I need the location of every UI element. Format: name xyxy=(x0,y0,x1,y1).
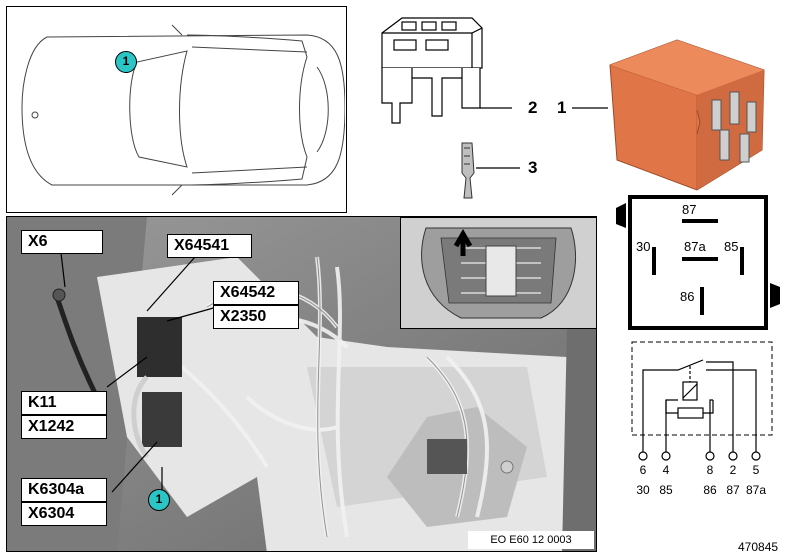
label-x2350: X2350 xyxy=(213,305,299,329)
terminal-number-3: 8 xyxy=(706,463,714,477)
label-x6304: X6304 xyxy=(21,502,107,526)
pin-86: 86 xyxy=(680,289,695,304)
label-x64542: X64542 xyxy=(213,281,299,305)
pin-87: 87 xyxy=(682,202,697,217)
part-number-relay: 1 xyxy=(557,98,567,117)
label-k11: K11 xyxy=(21,391,107,415)
pin-30: 30 xyxy=(636,239,651,254)
engine-bay-photo-panel: X6 X64541 X64542 X2350 K11 X1242 K6304a … xyxy=(6,216,597,552)
pin-85: 85 xyxy=(724,239,739,254)
label-x6: X6 xyxy=(21,230,103,254)
car-location-panel: 1 xyxy=(6,6,347,213)
label-x64541: X64541 xyxy=(167,234,252,258)
photo-location-callout: 1 xyxy=(148,489,170,511)
terminal-number-1: 6 xyxy=(639,463,647,477)
relay-photo xyxy=(609,39,765,191)
terminal-name-2: 85 xyxy=(659,483,673,497)
terminal-number-2: 4 xyxy=(662,463,670,477)
relay-terminal-drawing xyxy=(461,142,520,199)
car-outline-drawing xyxy=(21,24,346,196)
photo-code-label: EO E60 12 0003 xyxy=(468,531,594,549)
terminal-number-4: 2 xyxy=(729,463,737,477)
relay-pin-blades xyxy=(652,219,744,315)
terminal-name-4: 87 xyxy=(726,483,740,497)
relay-leader-line xyxy=(572,107,608,109)
photo-leader-lines xyxy=(60,252,218,493)
pin-87a: 87a xyxy=(684,239,706,254)
inset-overview-drawing xyxy=(401,218,596,328)
relay-schematic xyxy=(631,341,773,461)
terminal-number-5: 5 xyxy=(752,463,760,477)
label-x1242: X1242 xyxy=(21,415,107,439)
relay-socket-drawing xyxy=(381,17,512,124)
diagram-id: 470845 xyxy=(738,540,779,554)
relay-pinout-box: 87 30 87a 85 86 xyxy=(628,195,768,330)
part-number-terminal: 3 xyxy=(528,158,538,177)
terminal-name-5: 87a xyxy=(745,483,767,497)
label-k6304a: K6304a xyxy=(21,478,107,502)
terminal-name-1: 30 xyxy=(636,483,650,497)
inset-overview xyxy=(400,217,596,329)
car-location-callout: 1 xyxy=(115,51,137,73)
part-number-socket: 2 xyxy=(528,98,538,117)
terminal-name-3: 86 xyxy=(703,483,717,497)
